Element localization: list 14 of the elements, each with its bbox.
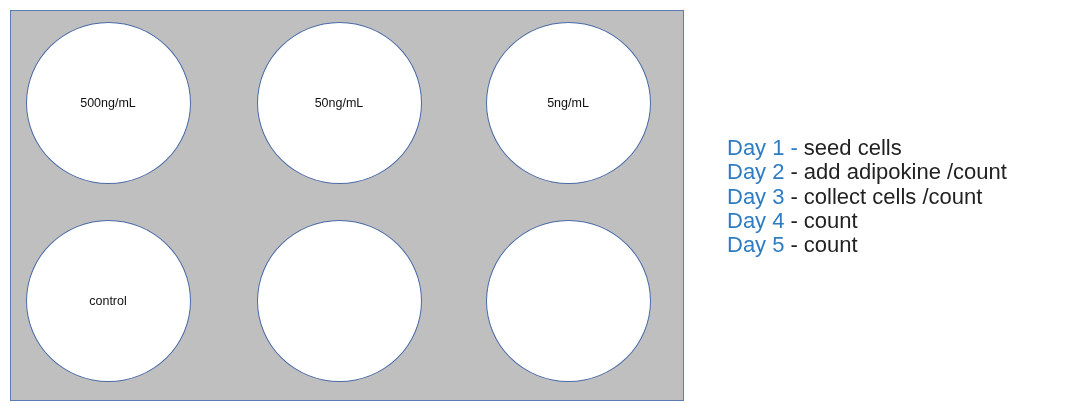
task-text: seed cells	[803, 135, 902, 160]
task-text: - add adipokine /count	[790, 159, 1007, 185]
task-text: - count	[790, 207, 858, 233]
day-label: Day 3	[727, 183, 785, 209]
task-text: - count	[790, 232, 858, 258]
well-label: 50ng/mL	[314, 95, 364, 110]
well-label: control	[89, 293, 127, 308]
day-label: Day 1 -	[727, 135, 798, 160]
well-label: 5ng/mL	[547, 95, 589, 110]
well-label: 500ng/mL	[80, 95, 136, 110]
task-text: - collect cells /count	[790, 183, 983, 209]
plate-box	[10, 10, 684, 401]
day-label: Day 2	[727, 159, 785, 185]
day-label: Day 5	[727, 232, 785, 258]
